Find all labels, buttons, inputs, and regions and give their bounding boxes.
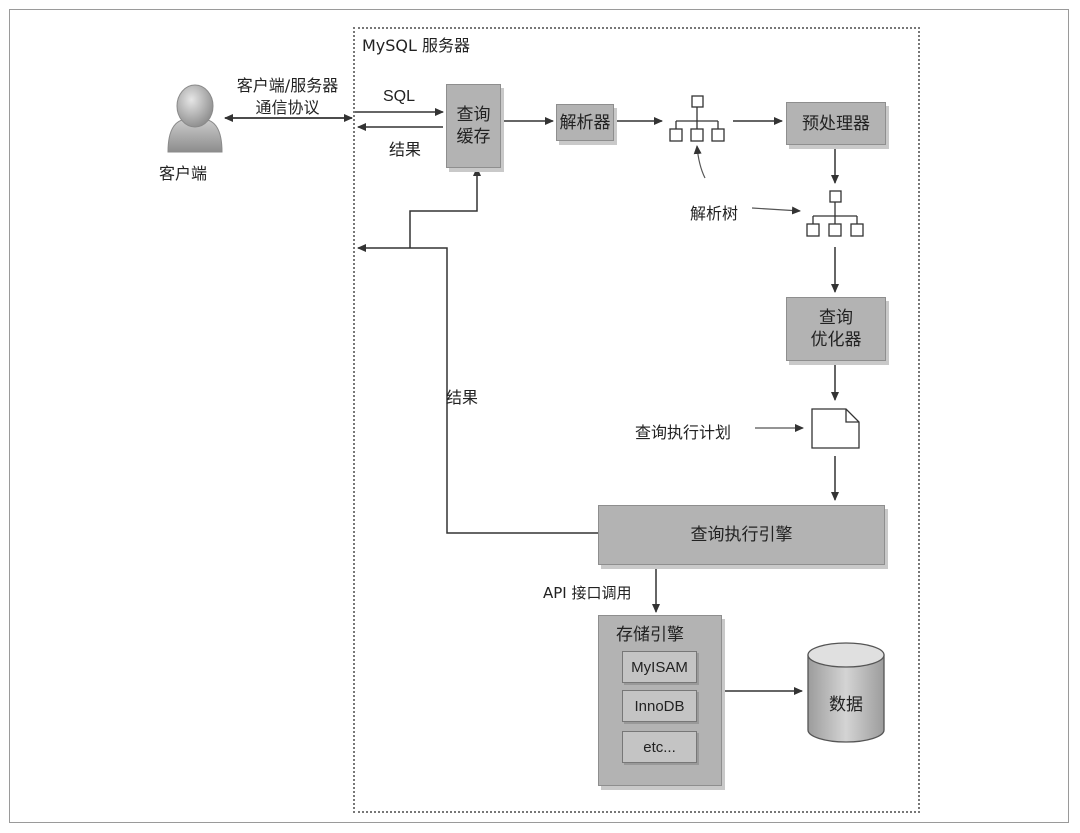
parser-label: 解析器 [559, 112, 611, 133]
engine-innodb: InnoDB [622, 690, 697, 722]
query-cache-line2: 缓存 [456, 127, 491, 147]
query-cache-box: 查询 缓存 [446, 84, 501, 168]
execution-plan-label: 查询执行计划 [635, 423, 732, 442]
preprocessor-box: 预处理器 [786, 102, 886, 145]
server-title: MySQL 服务器 [362, 36, 471, 55]
result-label-top: 结果 [389, 140, 422, 159]
parse-tree-label: 解析树 [690, 204, 739, 223]
parse-tree-icon-2 [806, 190, 864, 237]
api-call-label: API 接口调用 [543, 584, 632, 602]
optimizer-line1: 查询 [819, 308, 853, 328]
protocol-label-line2: 通信协议 [255, 98, 320, 117]
mysql-server-boundary [353, 27, 920, 813]
client-person-icon [167, 84, 223, 153]
protocol-label-line1: 客户端/服务器 [236, 76, 339, 95]
executor-label: 查询执行引擎 [690, 525, 793, 545]
engine-myisam: MyISAM [622, 651, 697, 683]
preprocessor-label: 预处理器 [802, 113, 870, 134]
query-cache-line1: 查询 [456, 105, 491, 125]
engine-etc: etc... [622, 731, 697, 763]
optimizer-line2: 优化器 [810, 330, 862, 350]
sql-label: SQL [383, 88, 416, 105]
data-cylinder-icon [807, 642, 885, 743]
storage-engine-title: 存储引擎 [616, 625, 684, 645]
client-label: 客户端 [159, 164, 208, 183]
result-label-mid: 结果 [446, 388, 479, 407]
query-optimizer-box: 查询 优化器 [786, 297, 886, 361]
query-execution-engine-box: 查询执行引擎 [598, 505, 885, 565]
data-label: 数据 [829, 695, 863, 715]
parser-box: 解析器 [556, 104, 614, 141]
execution-plan-doc-icon [811, 408, 860, 449]
parse-tree-icon-1 [669, 95, 725, 142]
